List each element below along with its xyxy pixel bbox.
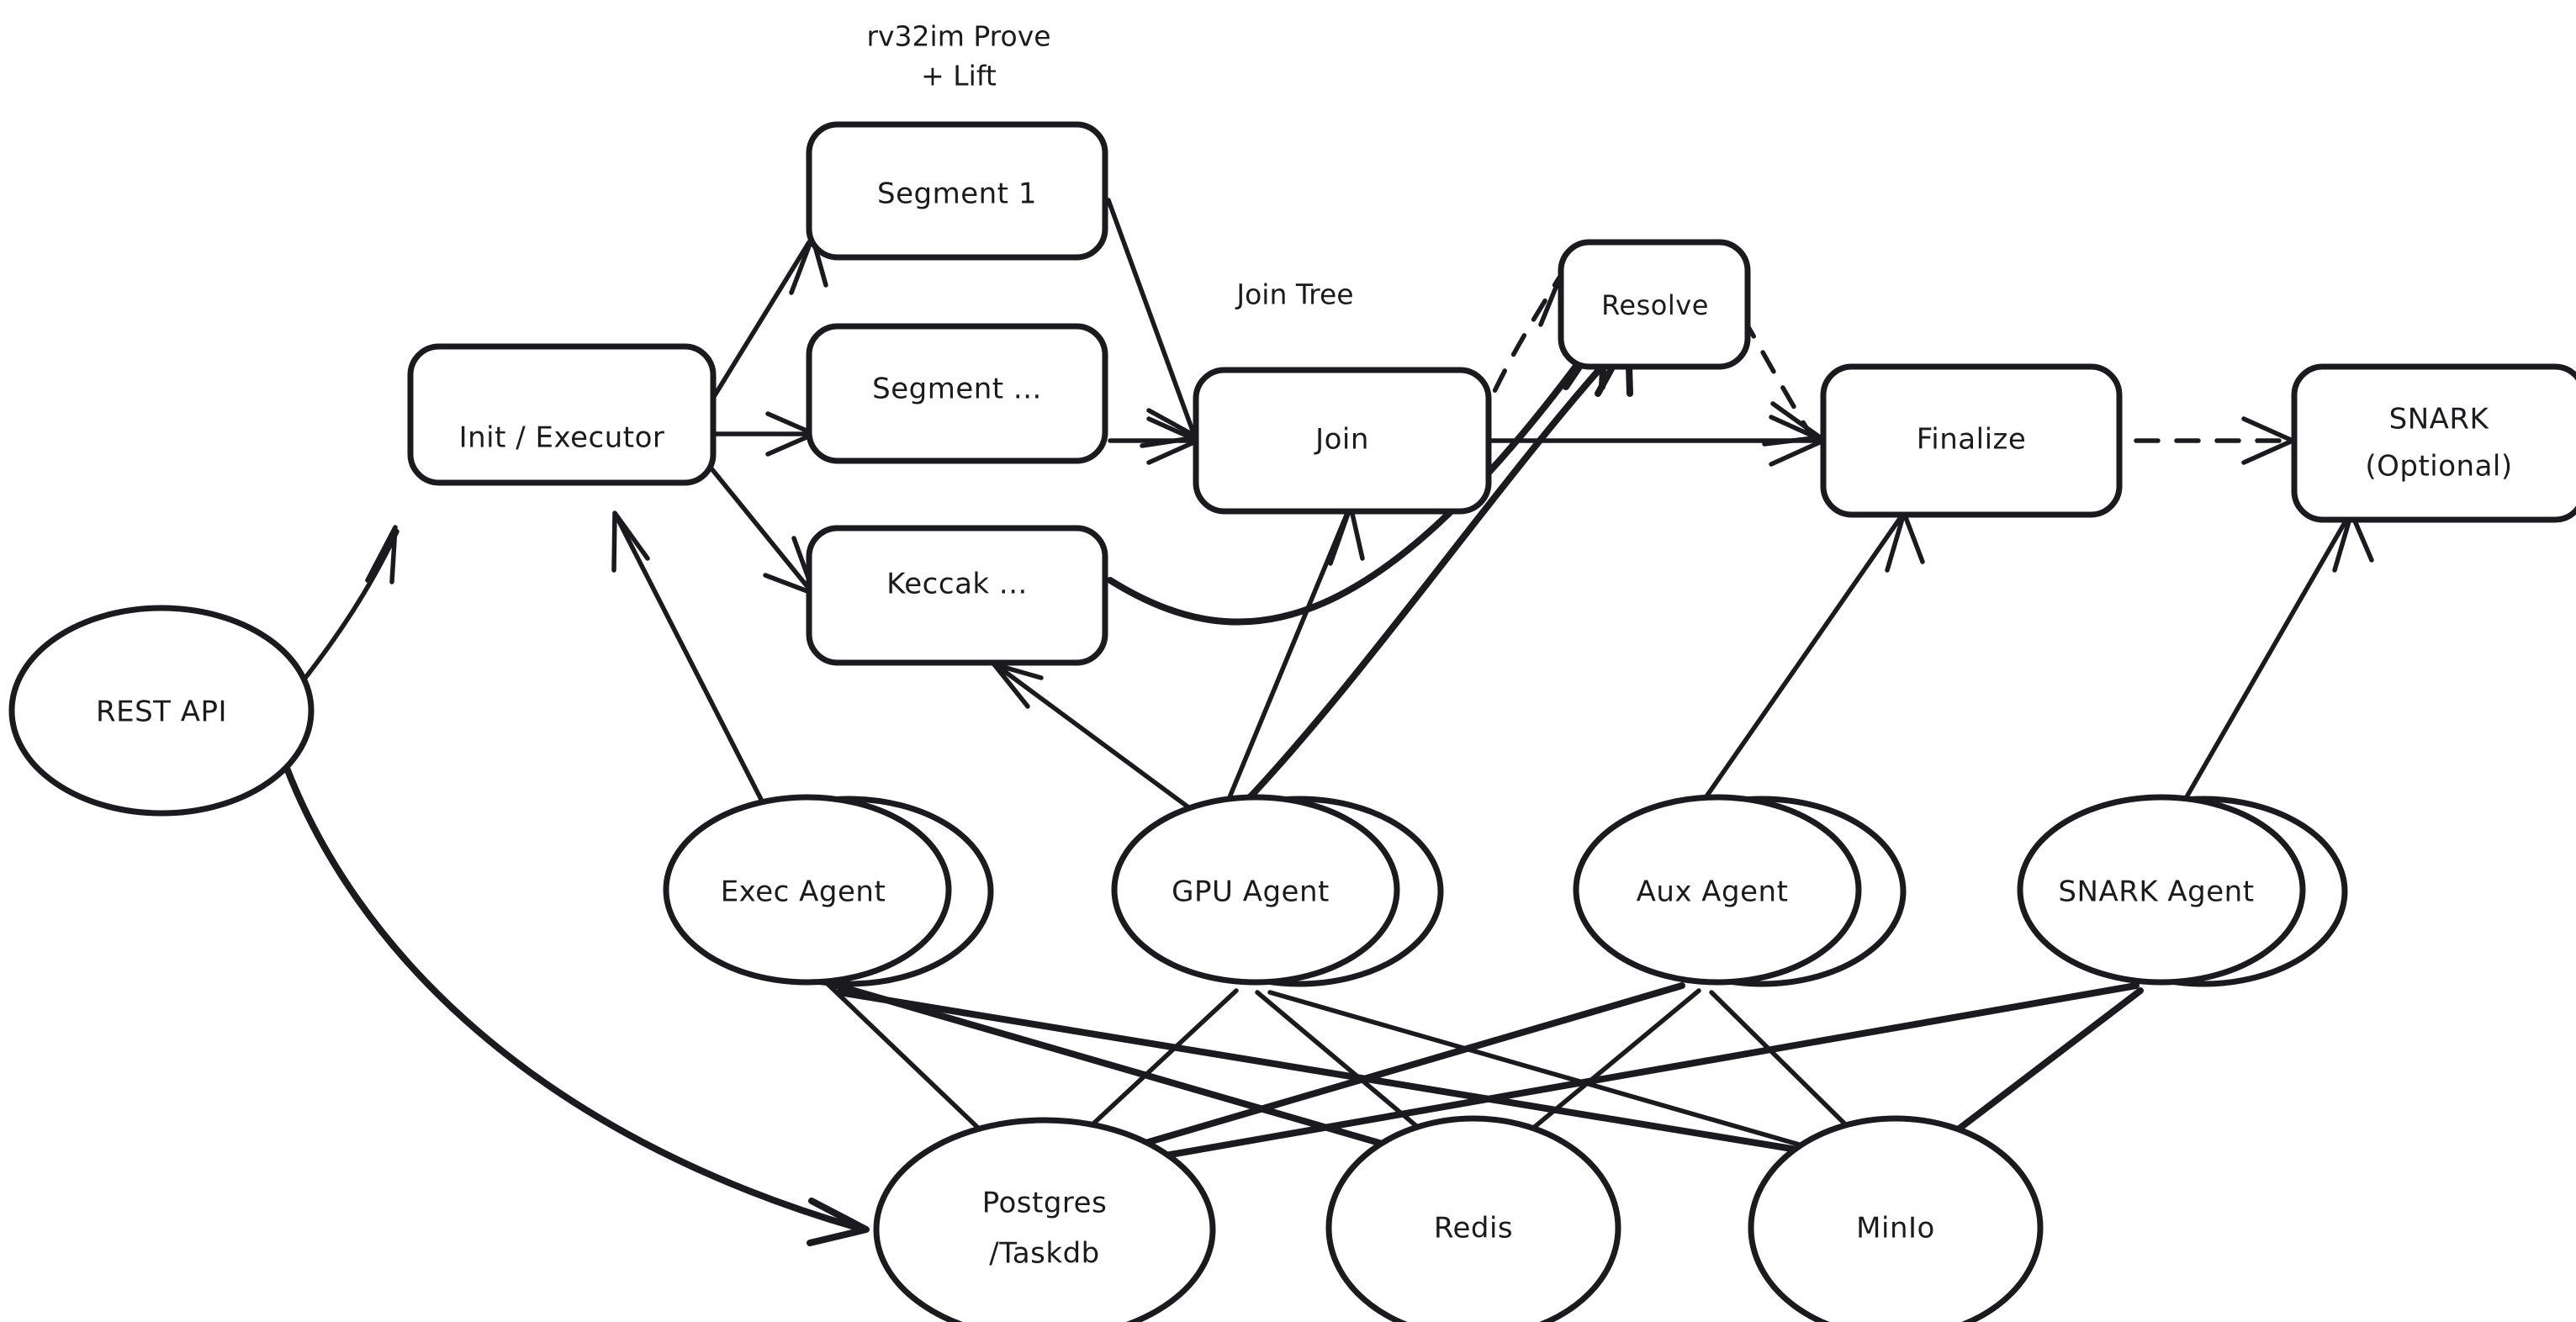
node-shape-rounded-rect	[2291, 363, 2576, 523]
node-label-line-1: SNARK	[2389, 403, 2490, 436]
node-shape-rounded-rect	[407, 343, 717, 486]
node-label: Segment 1	[877, 177, 1037, 211]
node-keccak[interactable]: Keccak ...	[806, 525, 1108, 666]
node-label-line-2: /Taskdb	[989, 1237, 1100, 1271]
node-label-line-2: (Optional)	[2365, 450, 2512, 484]
edge-gpu-agent-to-keccak	[992, 662, 1197, 814]
annotation-join-tree: Join Tree	[1235, 278, 1353, 311]
edge-exec-agent-to-init-executor	[611, 510, 776, 827]
node-shape-rounded-rect	[806, 121, 1108, 261]
node-join[interactable]: Join	[1193, 367, 1492, 515]
edge-rest-api-to-init-executor	[294, 525, 399, 692]
annotation-line-1: rv32im Prove	[866, 20, 1050, 53]
node-gpu-agent[interactable]: GPU Agent	[1111, 794, 1444, 987]
annotation-rv32im-prove-lift: rv32im Prove + Lift	[866, 20, 1050, 93]
node-segment-n[interactable]: Segment ...	[806, 323, 1108, 464]
node-init-executor[interactable]: Init / Executor	[407, 343, 717, 486]
node-redis[interactable]: Redis	[1325, 1115, 1621, 1322]
node-label: Segment ...	[872, 373, 1042, 406]
node-label-line-1: Postgres	[982, 1187, 1108, 1220]
node-postgres[interactable]: Postgres /Taskdb	[873, 1117, 1216, 1322]
node-exec-agent[interactable]: Exec Agent	[663, 794, 994, 987]
node-shape-ellipse	[1748, 1115, 2044, 1322]
node-shape-rounded-rect	[806, 525, 1108, 666]
node-label: Join	[1314, 423, 1369, 457]
node-segment-1[interactable]: Segment 1	[806, 121, 1108, 261]
edge-init-executor-to-keccak	[708, 465, 817, 596]
node-label: Init / Executor	[459, 421, 665, 455]
node-label: Exec Agent	[721, 875, 886, 909]
node-label: GPU Agent	[1172, 875, 1330, 909]
node-shape-rounded-rect	[806, 323, 1108, 464]
edge-rest-api-to-postgres	[279, 754, 870, 1246]
node-label: Redis	[1434, 1212, 1513, 1245]
node-shape-rounded-rect	[1193, 367, 1492, 515]
node-shape-rounded-rect	[1558, 239, 1751, 370]
annotation-line-2: + Lift	[921, 60, 997, 93]
node-label: MinIo	[1856, 1212, 1935, 1245]
node-snark[interactable]: SNARK (Optional)	[2291, 363, 2576, 523]
node-shape-ellipse	[1111, 794, 1400, 986]
node-rest-api[interactable]: REST API	[8, 605, 315, 817]
node-shape-ellipse	[2017, 794, 2306, 986]
node-aux-agent[interactable]: Aux Agent	[1573, 794, 1907, 987]
edge-segment-1-to-join	[1106, 198, 1200, 448]
edge-gpu-agent-to-join	[1221, 504, 1365, 814]
node-finalize[interactable]: Finalize	[1820, 363, 2123, 518]
node-snark-agent[interactable]: SNARK Agent	[2017, 794, 2348, 987]
edge-finalize-to-snark	[2134, 416, 2295, 465]
node-label: SNARK Agent	[2058, 875, 2254, 909]
node-label: Keccak ...	[886, 568, 1028, 601]
edge-snark-agent-to-snark	[2176, 510, 2374, 814]
node-minio[interactable]: MinIo	[1748, 1115, 2044, 1322]
node-shape-ellipse	[1573, 794, 1862, 986]
edge-segment-n-to-join	[1108, 416, 1200, 465]
node-label: Finalize	[1917, 423, 2027, 457]
node-shape-rounded-rect	[1820, 363, 2123, 518]
node-shape-ellipse	[1325, 1115, 1621, 1322]
node-label: REST API	[96, 695, 227, 729]
node-shape-ellipse	[873, 1117, 1216, 1322]
node-label: Resolve	[1601, 289, 1709, 321]
node-shape-ellipse	[8, 605, 315, 817]
node-shape-ellipse	[663, 794, 952, 986]
node-label: Aux Agent	[1637, 875, 1789, 909]
node-resolve[interactable]: Resolve	[1558, 239, 1751, 370]
edge-init-executor-to-segment-n	[711, 411, 817, 457]
annotation-line-1: Join Tree	[1235, 278, 1353, 311]
edge-aux-agent-to-finalize	[1696, 510, 1925, 810]
